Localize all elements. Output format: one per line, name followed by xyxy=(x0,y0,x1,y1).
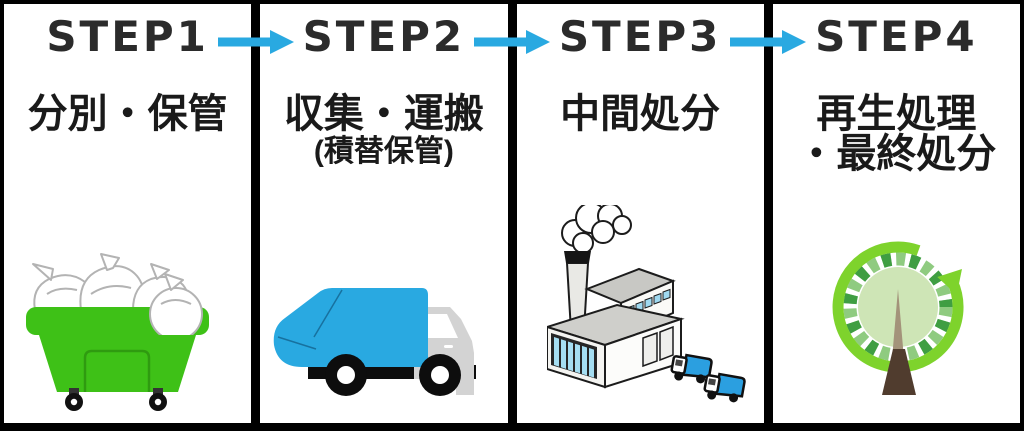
step1-label: STEP1 xyxy=(46,12,209,61)
factory-illustration xyxy=(546,205,746,403)
trash-container-illustration xyxy=(26,253,209,411)
step2-title: 収集・運搬 xyxy=(283,92,484,136)
right-arrow-icon xyxy=(474,30,550,54)
step-panel-2: STEP2 収集・運搬 (積替保管) xyxy=(260,4,508,423)
right-arrow-icon xyxy=(730,30,806,54)
recycle-tree-illustration xyxy=(832,241,964,395)
step-panel-1: STEP1 分別・保管 xyxy=(4,4,252,423)
step2-subtitle: (積替保管) xyxy=(313,135,454,168)
right-arrow-icon xyxy=(218,30,294,54)
step3-title: 中間処分 xyxy=(560,92,721,136)
step-panel-4: STEP4 再生処理 ・最終処分 xyxy=(772,4,1020,423)
step4-title-line2: ・最終処分 xyxy=(796,132,997,176)
small-truck-icon xyxy=(702,372,746,403)
step4-label: STEP4 xyxy=(815,12,978,61)
step3-label: STEP3 xyxy=(558,12,722,61)
step4-title-line1: 再生処理 xyxy=(816,92,977,136)
step-panel-3: STEP3 中間処分 xyxy=(516,4,764,423)
step4-title: 再生処理 ・最終処分 xyxy=(773,94,1020,174)
step1-title: 分別・保管 xyxy=(27,92,228,136)
garbage-truck-illustration xyxy=(273,288,477,396)
step2-label: STEP2 xyxy=(302,12,466,61)
small-truck-icon xyxy=(669,353,713,384)
